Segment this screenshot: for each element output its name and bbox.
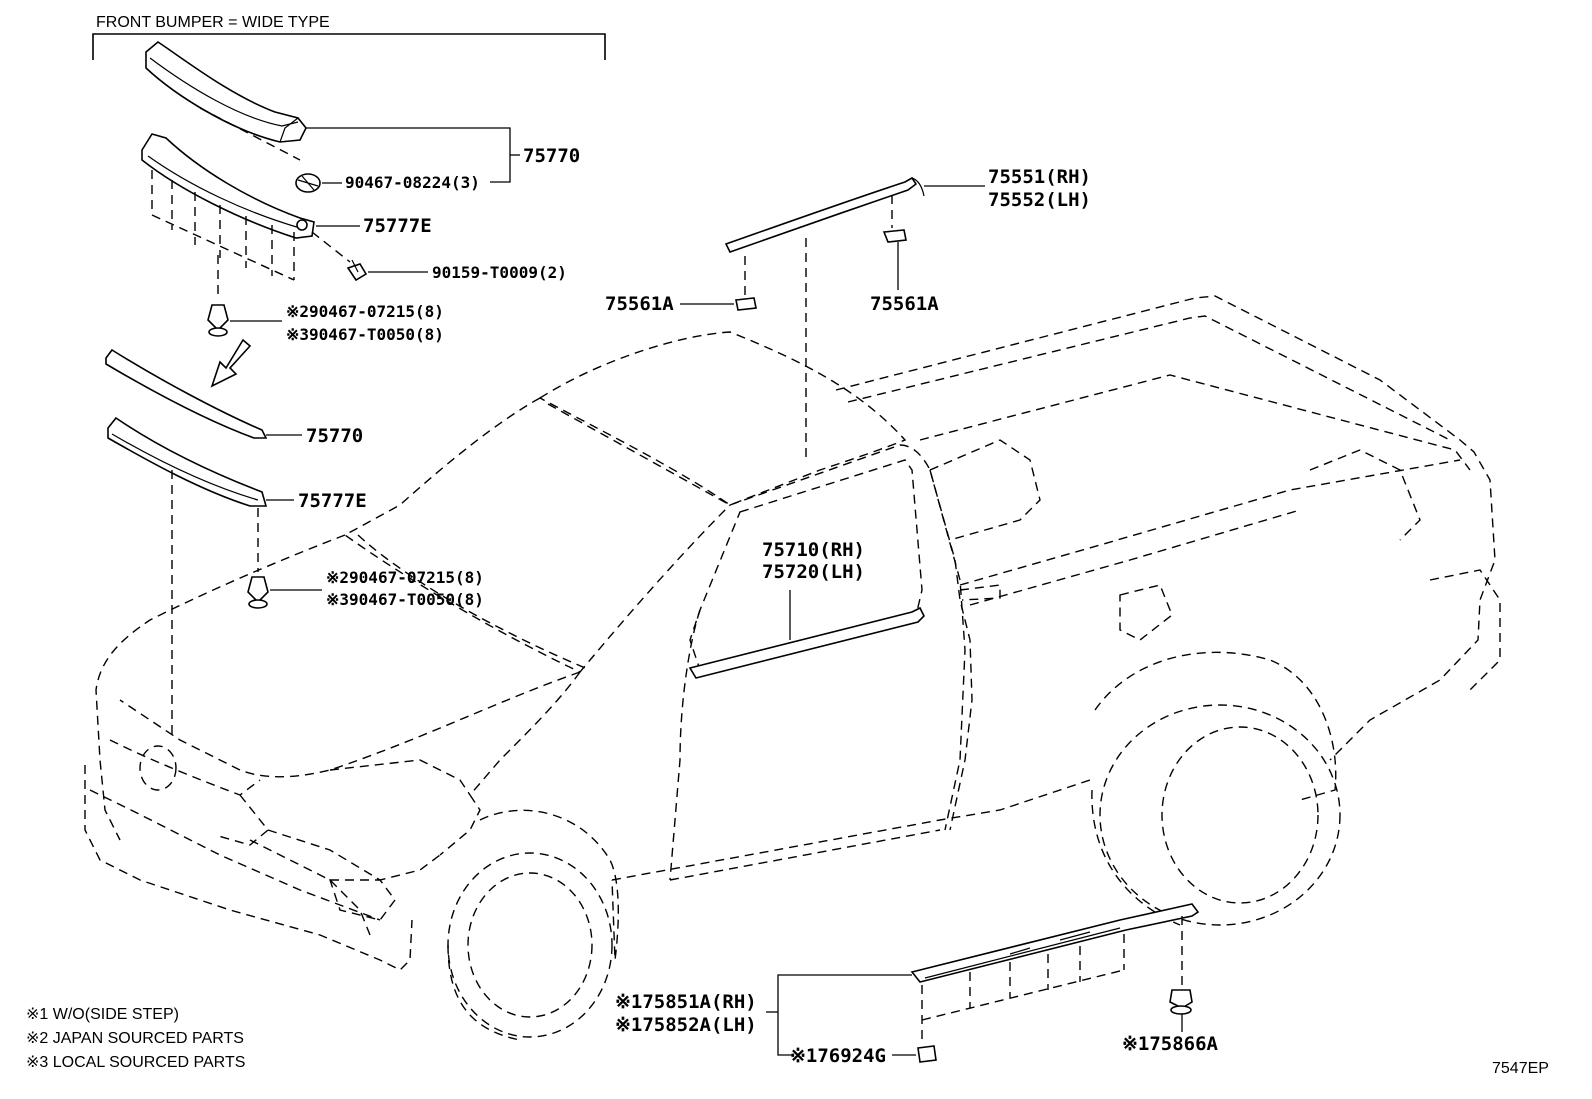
label-75866A: ※175866A	[1122, 1033, 1219, 1055]
label-clip-top-2: ※390467-T0050(8)	[286, 325, 444, 344]
nut-icon	[295, 173, 321, 193]
diagram-header: FRONT BUMPER = WIDE TYPE	[96, 14, 330, 31]
diagram-code: 7547EP	[1492, 1060, 1549, 1077]
clip-icon	[207, 304, 229, 337]
roof-drip-molding	[724, 176, 925, 253]
clip-icon	[247, 576, 269, 609]
clip-icon	[917, 1045, 937, 1063]
arrow-down-left-icon	[210, 338, 252, 388]
note-3: ※3 LOCAL SOURCED PARTS	[26, 1054, 245, 1071]
retainer-upper-studs	[151, 170, 295, 280]
label-75561A-right: 75561A	[870, 293, 939, 315]
side-step-molding	[910, 903, 1200, 983]
clip-icon	[735, 297, 757, 311]
header-bracket	[92, 33, 606, 60]
label-75770-top: 75770	[523, 145, 580, 167]
label-75777E-mid: 75777E	[298, 490, 367, 512]
label-clip-top-1: ※290467-07215(8)	[286, 302, 444, 321]
label-75852A-LH: ※175852A(LH)	[615, 1014, 757, 1036]
label-75552-LH: 75552(LH)	[988, 189, 1091, 211]
label-90467-08224: 90467-08224(3)	[345, 173, 480, 192]
front-molding-lower	[105, 348, 268, 439]
label-75777E-top: 75777E	[363, 215, 432, 237]
label-75720-LH: 75720(LH)	[762, 561, 865, 583]
label-clip-mid-2: ※390467-T0050(8)	[326, 590, 484, 609]
label-76924G: ※176924G	[790, 1045, 886, 1067]
retainer-lower	[107, 416, 268, 507]
retainer-upper	[141, 133, 315, 239]
screw-icon	[346, 259, 368, 282]
note-1: ※1 W/O(SIDE STEP)	[26, 1006, 179, 1023]
nut-icon	[1169, 989, 1193, 1015]
front-molding-upper	[145, 41, 307, 143]
label-clip-mid-1: ※290467-07215(8)	[326, 568, 484, 587]
label-75770-mid: 75770	[306, 425, 363, 447]
door-belt-molding	[688, 606, 925, 679]
leader-molding-to-nut	[199, 107, 301, 161]
label-75710-RH: 75710(RH)	[762, 539, 865, 561]
clip-icon	[882, 229, 907, 243]
label-75561A-left: 75561A	[605, 293, 674, 315]
label-90159-T0009: 90159-T0009(2)	[432, 263, 567, 282]
bracket-side-step	[777, 974, 912, 1056]
label-75851A-RH: ※175851A(RH)	[615, 991, 757, 1013]
note-2: ※2 JAPAN SOURCED PARTS	[26, 1030, 244, 1047]
pickup-truck-illustration	[84, 295, 1501, 1041]
label-75551-RH: 75551(RH)	[988, 166, 1091, 188]
